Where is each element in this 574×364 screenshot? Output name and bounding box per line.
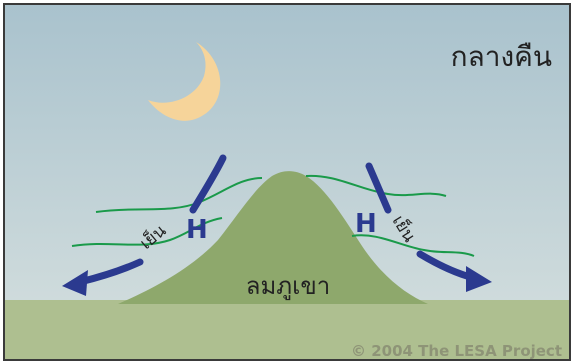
mountain-label: ลมภูเขา <box>246 272 330 301</box>
credit-label: © 2004 The LESA Project <box>351 342 562 360</box>
right-high-pressure-label: H <box>355 209 377 239</box>
left-high-pressure-label: H <box>186 215 208 245</box>
diagram-title: กลางคืน <box>451 40 552 73</box>
